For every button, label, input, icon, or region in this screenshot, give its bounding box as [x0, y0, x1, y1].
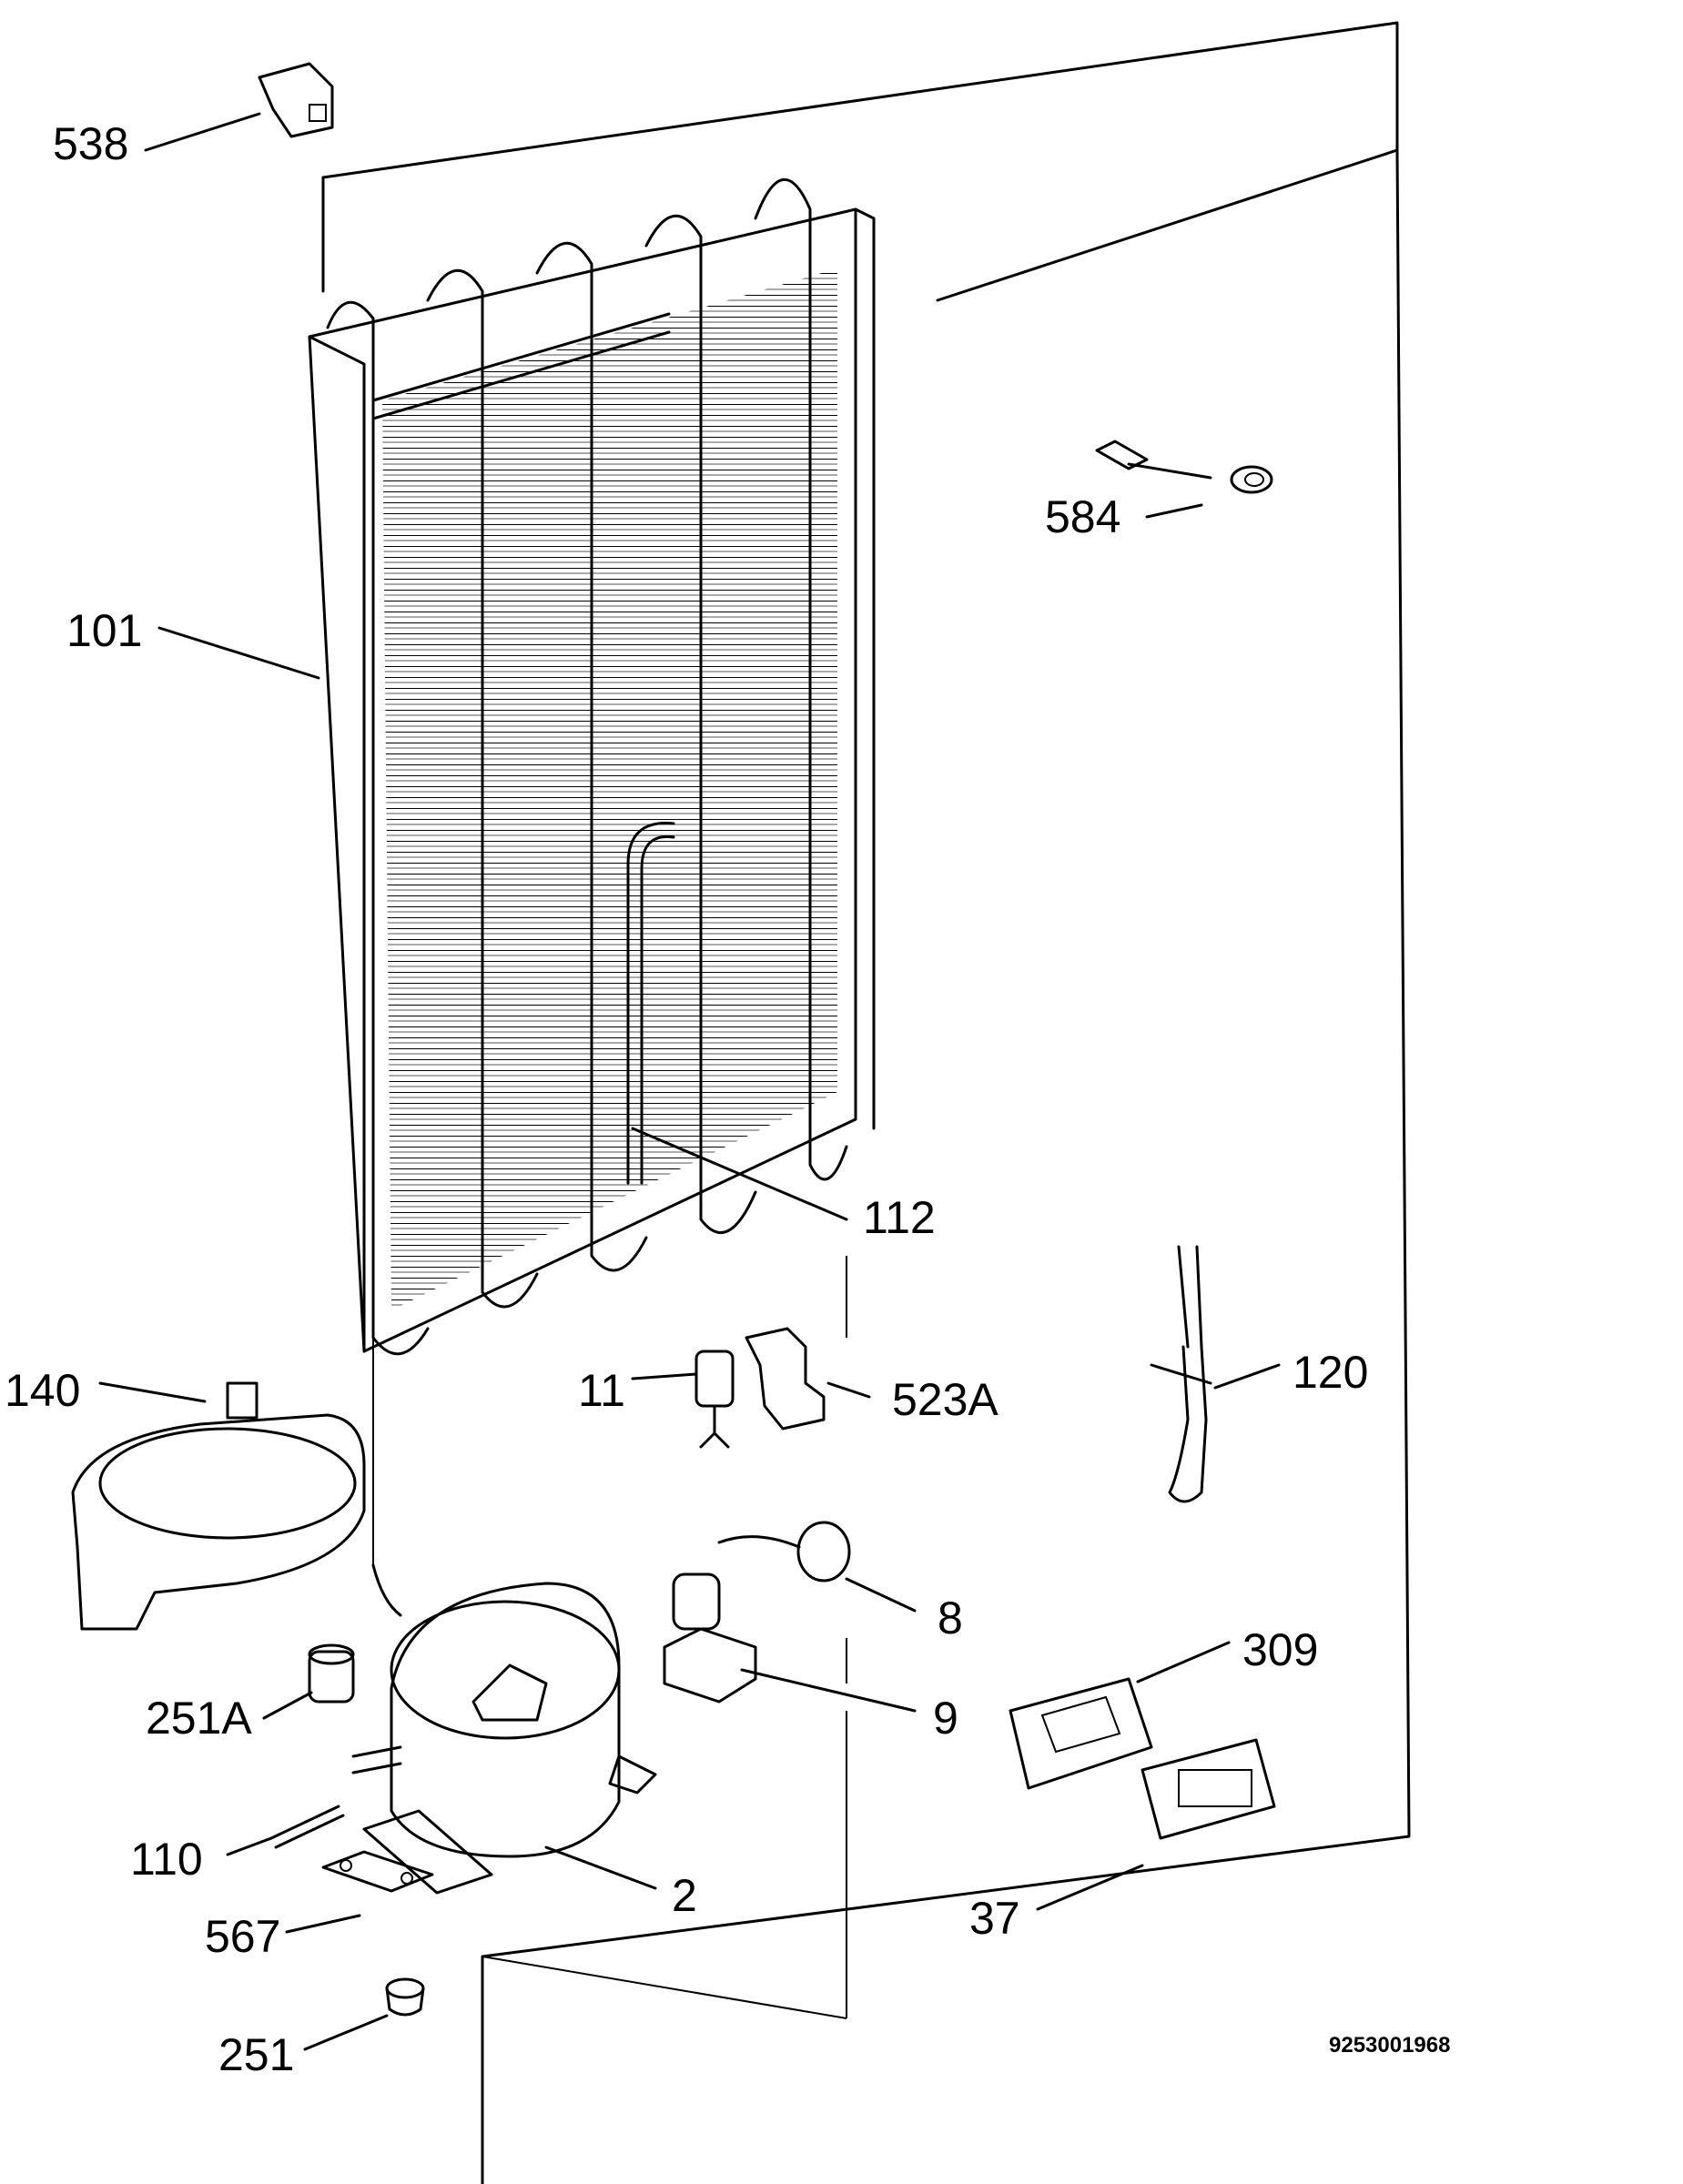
- callout-101: 101: [66, 605, 142, 656]
- callout-309: 309: [1242, 1624, 1318, 1675]
- cabinet-outline: [321, 21, 1411, 2184]
- callout-110: 110: [130, 1834, 203, 1885]
- callout-251a: 251A: [146, 1693, 252, 1744]
- part-2-compressor: [351, 1582, 657, 1895]
- callout-11: 11: [578, 1365, 625, 1416]
- callout-2: 2: [672, 1870, 697, 1921]
- part-9: [663, 1572, 757, 1704]
- leader-lines: [98, 112, 1281, 2051]
- callout-112: 112: [863, 1192, 936, 1243]
- part-110: [269, 1805, 345, 1849]
- callout-584: 584: [1045, 491, 1120, 542]
- part-37: [1141, 1738, 1276, 1840]
- part-567: [321, 1850, 434, 1893]
- callout-8: 8: [938, 1592, 963, 1643]
- callout-538: 538: [53, 118, 128, 169]
- part-140: [71, 1381, 366, 1631]
- callout-9: 9: [933, 1693, 958, 1744]
- diagram-id: 9253001968: [1329, 2033, 1450, 2058]
- part-584: [1095, 440, 1273, 494]
- part-11: [694, 1350, 735, 1449]
- part-538: [258, 62, 334, 138]
- part-120: [1150, 1245, 1212, 1503]
- callout-37: 37: [969, 1893, 1020, 1944]
- callout-labels: 538 584 101 112 140 11 523A 120 8 309 25…: [5, 118, 1450, 2080]
- part-251: [385, 1977, 425, 2017]
- condenser-part: [308, 178, 876, 1617]
- part-8: [717, 1521, 851, 1582]
- callout-120: 120: [1293, 1347, 1368, 1398]
- part-523a: [745, 1327, 826, 1431]
- callout-523a: 523A: [892, 1374, 999, 1425]
- callout-251: 251: [218, 2029, 294, 2080]
- callout-567: 567: [205, 1911, 280, 1962]
- part-251a: [308, 1643, 355, 1704]
- callout-140: 140: [5, 1365, 80, 1416]
- part-309: [1009, 1677, 1153, 1790]
